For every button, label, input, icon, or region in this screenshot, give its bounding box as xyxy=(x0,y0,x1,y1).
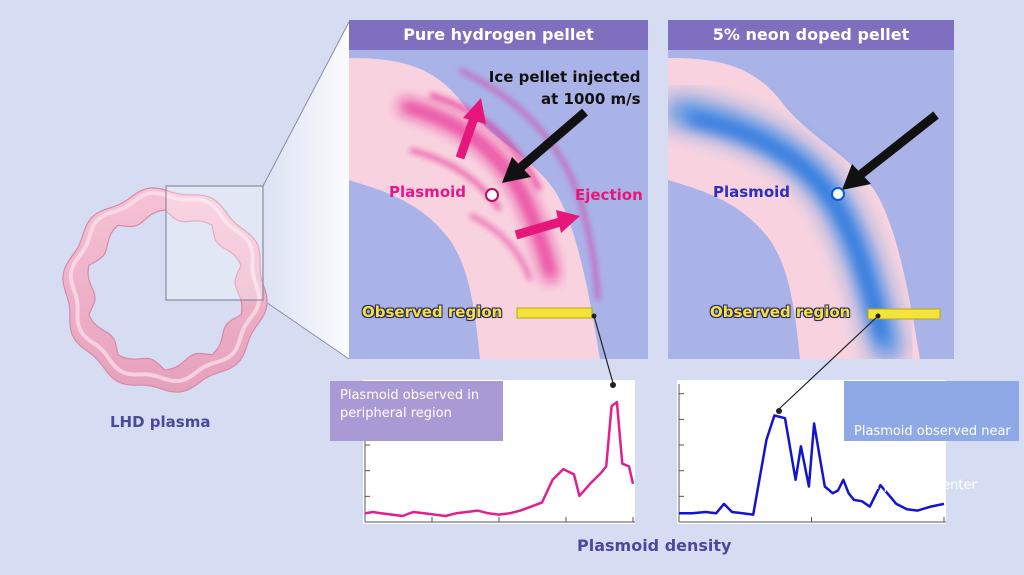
hydrogen-pellet xyxy=(485,188,499,202)
neon-observed-bar xyxy=(867,308,941,320)
neon-injection-arrow xyxy=(857,111,939,179)
ejection-arrow-right xyxy=(514,217,562,240)
hydrogen-plasma-band xyxy=(349,58,600,359)
hydrogen-plasmoid-label: Plasmoid xyxy=(389,183,466,201)
neon-panel xyxy=(668,50,954,359)
hydrogen-panel xyxy=(349,50,648,359)
neon-callout-line2: the plasma center xyxy=(854,478,977,493)
injection-label-line2: at 1000 m/s xyxy=(541,90,641,108)
neon-panel-title: 5% neon doped pellet xyxy=(668,20,954,50)
neon-observed-label: Observed region xyxy=(710,303,851,321)
injection-label-line1: Ice pellet injected xyxy=(488,68,641,86)
neon-callout-line1: Plasmoid observed near xyxy=(854,424,1011,439)
hydrogen-observed-label: Observed region xyxy=(362,303,503,321)
neon-plasmoid-label: Plasmoid xyxy=(713,183,790,201)
neon-chart-axes xyxy=(678,384,946,523)
hydrogen-leader-line xyxy=(593,315,614,384)
zoom-funnel xyxy=(263,22,349,359)
hydrogen-observed-bar xyxy=(516,307,593,319)
hydrogen-callout-line2: peripheral region xyxy=(340,406,452,421)
zoom-line-bottom xyxy=(262,299,350,360)
hydrogen-panel-title: Pure hydrogen pellet xyxy=(349,20,648,50)
plasmoid-density-label: Plasmoid density xyxy=(577,536,732,555)
hydrogen-callout-line1: Plasmoid observed in xyxy=(340,388,480,403)
ejection-arrow-up xyxy=(455,116,479,160)
zoom-region-box xyxy=(165,185,264,301)
lhd-torus xyxy=(62,187,268,393)
injection-label: Ice pellet injected at 1000 m/s xyxy=(487,66,641,110)
hydrogen-injection-arrow xyxy=(517,108,588,172)
neon-leader-line xyxy=(778,315,879,410)
neon-density-curve xyxy=(679,414,945,516)
neon-callout: Plasmoid observed near the plasma center xyxy=(844,381,1019,493)
ejection-label: Ejection xyxy=(575,186,643,204)
zoom-line-top xyxy=(262,21,350,187)
hydrogen-density-curve xyxy=(364,400,635,518)
hydrogen-callout: Plasmoid observed in peripheral region xyxy=(330,381,503,441)
hydrogen-plasmoid-trail xyxy=(398,98,559,282)
lhd-plasma-label: LHD plasma xyxy=(110,413,211,431)
neon-pellet xyxy=(831,187,845,201)
